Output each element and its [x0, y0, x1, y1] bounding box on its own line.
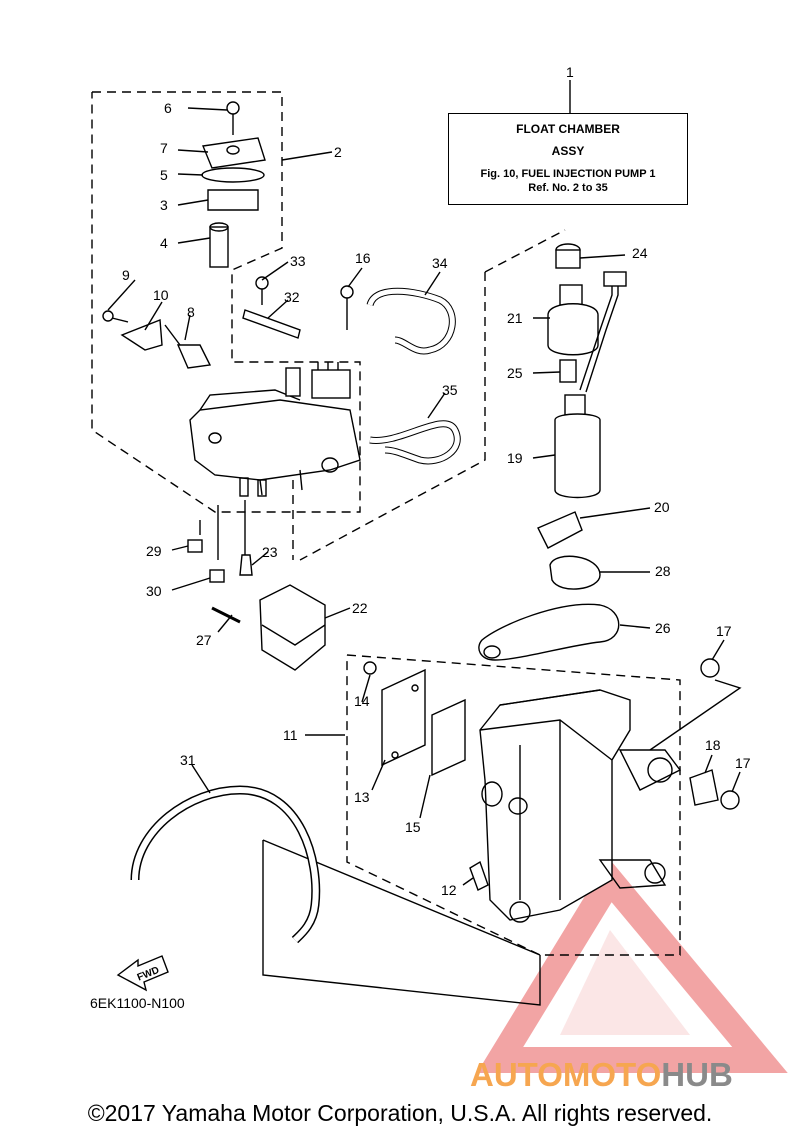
part-label: 18	[705, 737, 721, 753]
part-label: 17	[716, 623, 732, 639]
part-label: 26	[655, 620, 671, 636]
title-line-3: Fig. 10, FUEL INJECTION PUMP 1	[480, 168, 656, 180]
watermark-text: AUTOMOTOHUB	[470, 1056, 733, 1094]
part-label: 8	[187, 304, 195, 320]
part-label: 17	[735, 755, 751, 771]
part-label: 27	[196, 632, 212, 648]
part-label: 34	[432, 255, 448, 271]
title-line-1: FLOAT CHAMBER	[516, 122, 620, 136]
title-line-4: Ref. No. 2 to 35	[528, 182, 608, 194]
part-label: 31	[180, 752, 196, 768]
part-label: 35	[442, 382, 458, 398]
part-label: 12	[441, 882, 457, 898]
watermark-text-part1: AUTOMOTO	[470, 1056, 662, 1093]
title-box: FLOAT CHAMBER ASSY Fig. 10, FUEL INJECTI…	[448, 113, 688, 205]
part-label: 25	[507, 365, 523, 381]
copyright-text: ©2017 Yamaha Motor Corporation, U.S.A. A…	[87, 1100, 713, 1126]
part-label: 1	[566, 64, 574, 80]
part-label: 20	[654, 499, 670, 515]
part-label: 16	[355, 250, 371, 266]
part-label: 22	[352, 600, 368, 616]
part-label: 14	[354, 693, 370, 709]
part-label: 33	[290, 253, 306, 269]
diagram-code: 6EK1100-N100	[90, 995, 185, 1011]
part-label: 4	[160, 235, 168, 251]
part-label: 6	[164, 100, 172, 116]
part-label: 2	[334, 144, 342, 160]
part-label: 19	[507, 450, 523, 466]
part-label: 30	[146, 583, 162, 599]
part-label: 10	[153, 287, 169, 303]
part-label: 23	[262, 544, 278, 560]
part-label: 5	[160, 167, 168, 183]
part-label: 29	[146, 543, 162, 559]
part-label: 11	[283, 727, 298, 743]
part-label: 28	[655, 563, 671, 579]
watermark-text-part2: HUB	[661, 1056, 733, 1093]
watermark-logo	[476, 857, 788, 1073]
part-label: 13	[354, 789, 370, 805]
part-label: 32	[284, 289, 300, 305]
part-label: 21	[507, 310, 523, 326]
part-label: 15	[405, 819, 421, 835]
title-line-2: ASSY	[551, 144, 585, 158]
part-label: 9	[122, 267, 130, 283]
part-label: 3	[160, 197, 168, 213]
part-label: 24	[632, 245, 648, 261]
part-label: 7	[160, 140, 168, 156]
